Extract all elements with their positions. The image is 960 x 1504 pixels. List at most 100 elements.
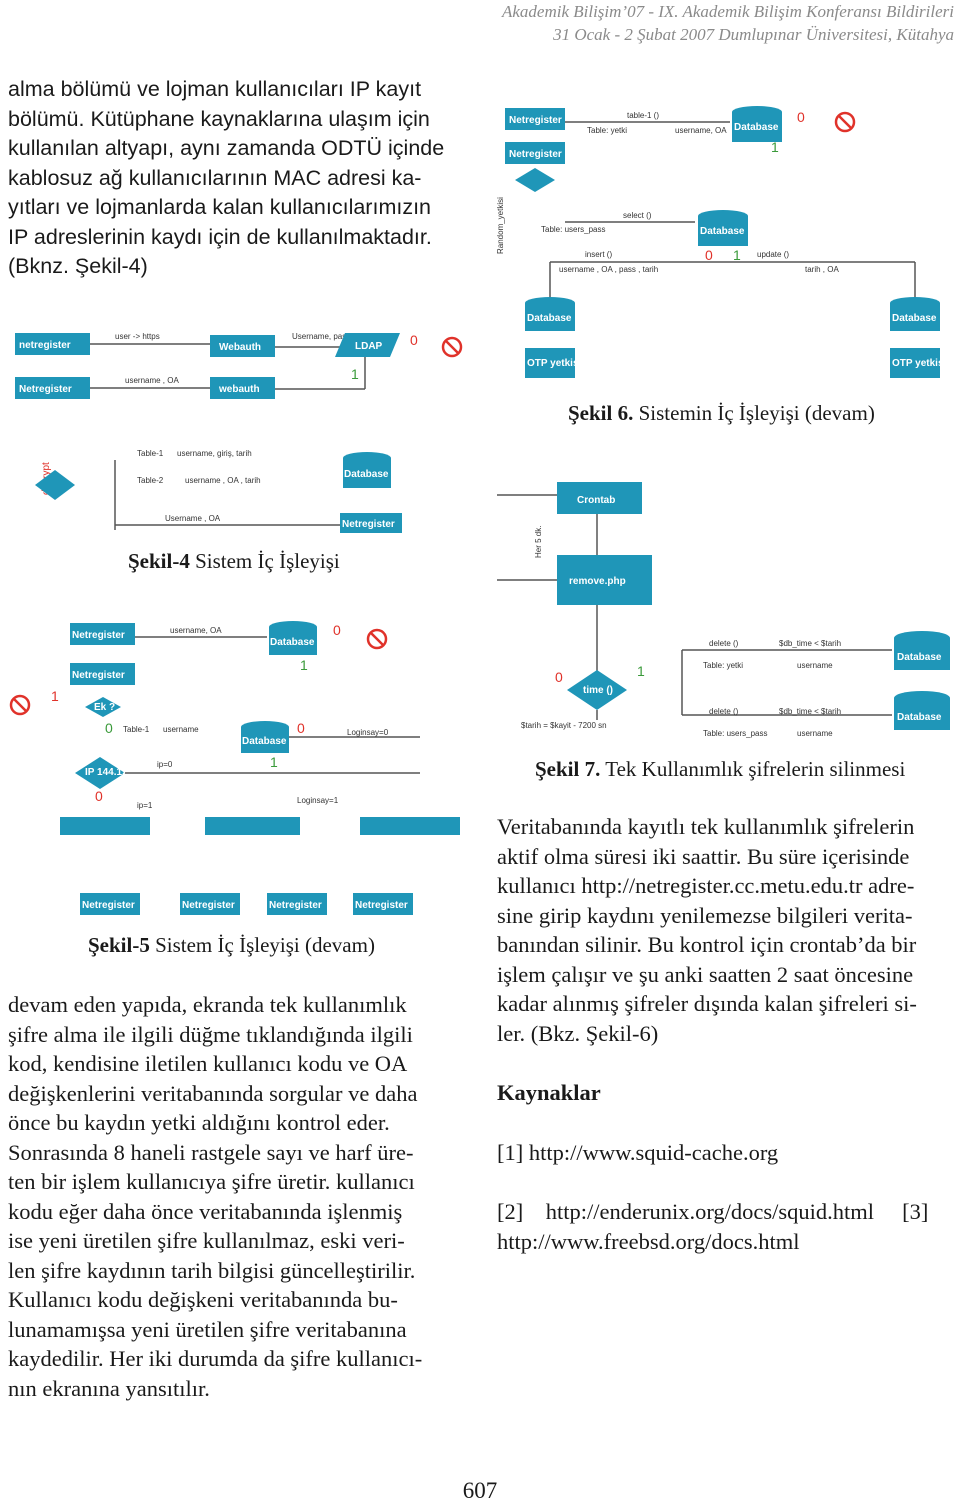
caption-number: Şekil 6. — [568, 401, 634, 425]
figure-5-caption: Şekil-5 Sistem İç İşleyişi (devam) — [88, 933, 375, 958]
table-users-pass-label: Table: users_pass — [703, 729, 767, 738]
stop-icon-slash — [838, 115, 852, 129]
select-label: select () — [623, 211, 652, 220]
netregister-tab — [60, 817, 150, 835]
netregister-label: Netregister — [355, 900, 408, 911]
stop-icon — [834, 111, 856, 133]
database-cylinder — [269, 627, 317, 655]
stop-icon — [9, 694, 31, 716]
database-label: Database — [344, 469, 389, 480]
text-line: aktif olma süresi iki saattir. Bu süre i… — [497, 843, 910, 869]
stop-icon — [441, 336, 463, 358]
caption-text: Sistem İç İşleyişi — [189, 549, 340, 573]
tarih-label: $tarih = $kayit - 7200 sn — [521, 721, 607, 730]
text-line: bölümü. Kütüphane kaynaklarına ulaşım iç… — [8, 106, 430, 131]
netregister-label: Netregister — [19, 384, 72, 395]
text-line: ise yeni üretilen şifre kullanılmaz, esk… — [8, 1228, 405, 1253]
stop-icon — [366, 628, 388, 650]
stop-icon-slash — [445, 340, 459, 354]
user-https-label: user -> https — [115, 332, 160, 341]
her5-label: Her 5 dk. — [534, 526, 543, 558]
running-header: Akademik Bilişim’07 - IX. Akademik Biliş… — [502, 0, 954, 46]
table2-fields: username , OA , tarih — [185, 476, 261, 485]
username-oa-pass-tarih-label: username , OA , pass , tarih — [559, 265, 658, 274]
username-oa-label: username, OA — [170, 626, 222, 635]
reference-2: [2] http://enderunix.org/docs/squid.html… — [497, 1199, 929, 1224]
text-line: değişkenlerini veritabanında sorgular ve… — [8, 1080, 418, 1106]
caption-number: Şekil-4 — [128, 549, 190, 573]
text-line: Veritabanında kayıtlı tek kullanımlık şi… — [497, 814, 915, 839]
database-cylinder — [525, 303, 575, 331]
zero-label: 0 — [297, 720, 305, 736]
database-label: Database — [527, 313, 572, 324]
netregister-box — [15, 377, 90, 399]
otp-document — [890, 348, 940, 378]
header-line-2: 31 Ocak - 2 Şubat 2007 Dumlupınar Üniver… — [553, 25, 954, 44]
figure-7-diagram: Her 5 dk. Crontab remove.php time () 0 1… — [497, 482, 950, 738]
text-line: yıtları ve lojmanlarda kalan kullanıcıla… — [8, 195, 432, 219]
figure-6-caption: Şekil 6. Sistemin İç İşleyişi (devam) — [568, 401, 875, 426]
table2-label: Table-2 — [137, 476, 164, 485]
ldap-label: LDAP — [355, 341, 383, 352]
netregister-tab — [205, 817, 300, 835]
database-label: Database — [892, 313, 937, 324]
db-time-label: $db_time < $tarih — [779, 707, 841, 716]
text-line: lunamamışsa yeni üretilen şifre veritaba… — [8, 1316, 407, 1342]
caption-text: Sistemin İç İşleyişi (devam) — [633, 401, 875, 425]
text-line: alma bölümü ve lojman kullanıcıları IP k… — [8, 77, 422, 101]
text-line: kaydedilir. Her iki durumda da şifre kul… — [8, 1346, 423, 1371]
database-cylinder — [732, 112, 782, 142]
text-line: nın ekranına yansıtılır. — [8, 1375, 210, 1401]
decrypt-decision — [35, 470, 75, 500]
ek-label: Ek ? — [94, 702, 115, 713]
ip-decision — [75, 757, 125, 789]
text-line: len şifre kaydının tarih bilgisi güncell… — [8, 1257, 416, 1283]
netregister-box — [340, 513, 402, 533]
netregister-label: Netregister — [509, 149, 562, 160]
otp-label: OTP yetkisi — [892, 358, 947, 369]
zero-label: 0 — [555, 669, 563, 685]
webauth-box — [210, 377, 275, 399]
text-line: kullanıcı http://netregister.cc.metu.edu… — [497, 873, 915, 898]
table-yetki-label: Table: yetki — [703, 661, 743, 670]
table1-fields: username, giriş, tarih — [177, 449, 252, 458]
one-label: 1 — [637, 663, 645, 679]
text-line: önce bu kaydın yetki aldığını kontrol ed… — [8, 1110, 390, 1135]
table1-label: Table-1 — [137, 449, 164, 458]
text-line: işlem çalışır ve şu anki saatten 2 saat … — [497, 961, 914, 987]
text-line: kodu eğer daha önce veritabanında işlenm… — [8, 1198, 403, 1224]
database-label: Database — [897, 652, 942, 663]
netregister-tab — [360, 817, 460, 835]
zero-label: 0 — [105, 720, 113, 736]
header-line-1: Akademik Bilişim’07 - IX. Akademik Biliş… — [501, 2, 954, 21]
db-time-label: $db_time < $tarih — [779, 639, 841, 648]
caption-number: Şekil-5 — [88, 933, 150, 957]
login-label: Loginsay=0 — [347, 728, 389, 737]
database-cylinder — [894, 638, 950, 670]
username-password-label: Username, password — [292, 332, 368, 341]
ldap-box — [335, 333, 400, 357]
netregister-box — [505, 108, 565, 130]
text-line: kablosuz ağ kullanıcılarının MAC adresi … — [8, 165, 422, 190]
delete-label: delete () — [709, 707, 739, 716]
figure-6-diagram: Netregister Netregister Random_yetkisi t… — [496, 106, 947, 378]
otp-label: OTP yetkisi — [527, 358, 582, 369]
one-label: 1 — [270, 754, 278, 770]
references-heading: Kaynaklar — [497, 1080, 601, 1105]
database-cylinder — [890, 303, 940, 331]
left-top-paragraph: alma bölümü ve lojman kullanıcıları IP k… — [8, 75, 468, 282]
webauth-label: Webauth — [219, 342, 261, 353]
netregister-label: Netregister — [509, 115, 562, 126]
webauth-box — [210, 335, 275, 357]
database-label: Database — [734, 122, 779, 133]
table1-label: Table-1 — [123, 725, 150, 734]
netregister-box — [80, 893, 140, 915]
username-label: username — [797, 729, 833, 738]
netregister-box — [505, 142, 565, 164]
table-yetki-label: Table: yetki — [587, 126, 627, 135]
time-label: time () — [583, 685, 613, 696]
page-number: 607 — [462, 1478, 498, 1503]
figure-4-caption: Şekil-4 Sistem İç İşleyişi — [128, 549, 340, 574]
netregister-label: Netregister — [342, 519, 395, 530]
time-decision — [567, 670, 627, 710]
